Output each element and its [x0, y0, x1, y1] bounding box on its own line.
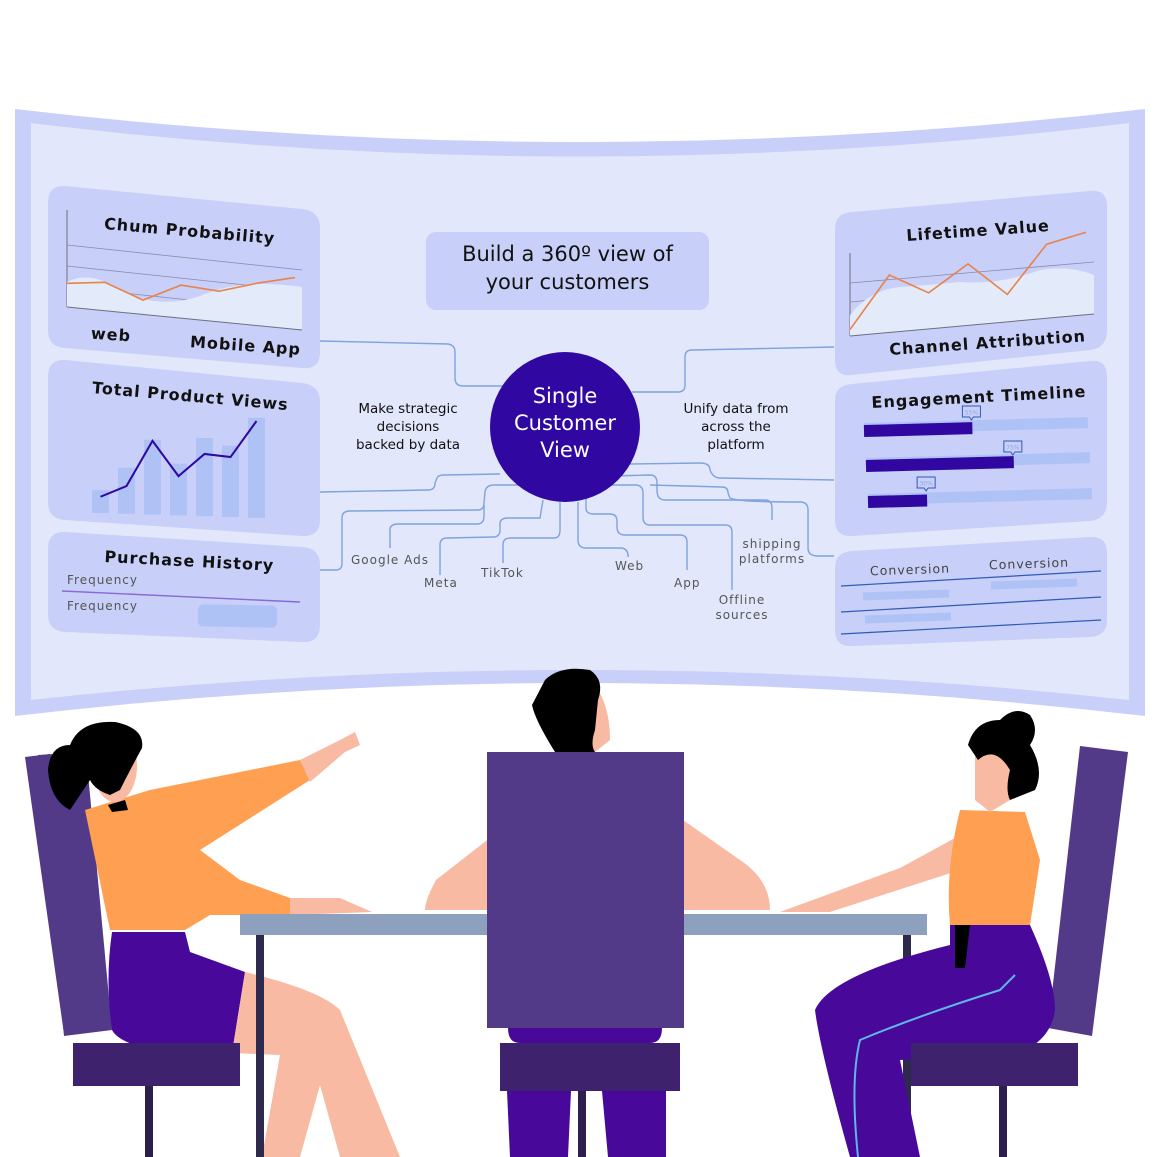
engagement-card[interactable] — [835, 360, 1107, 537]
right-chair-back — [1048, 746, 1128, 1036]
engagement-fill — [867, 494, 928, 508]
product-views-line — [100, 420, 258, 498]
engagement-tooltip — [961, 405, 981, 421]
purchase-placeholder-bar — [197, 604, 278, 628]
product-views-bar — [144, 439, 161, 515]
engagement-tooltip — [1003, 440, 1023, 456]
engagement-bars: 55% 75% 30% — [863, 405, 1093, 508]
left-chair-leg — [145, 1086, 153, 1157]
center-chair-back — [487, 752, 684, 1028]
engagement-tooltip-label: 75% — [1006, 445, 1020, 452]
center-person — [425, 668, 770, 910]
conversion-table — [840, 570, 1102, 635]
churn-series-line — [66, 276, 296, 301]
right-person — [780, 711, 1055, 1157]
connector-lines — [319, 340, 835, 590]
center-chair-seat — [500, 1043, 680, 1091]
purchase-history-card[interactable] — [48, 531, 320, 643]
conversion-card[interactable] — [835, 536, 1107, 647]
churn-chart — [66, 210, 303, 331]
engagement-fill — [865, 456, 1014, 472]
engagement-tooltip-label: 55% — [965, 410, 979, 417]
product-views-bar — [248, 417, 265, 518]
product-views-chart — [92, 417, 265, 518]
purchase-divider — [61, 590, 301, 603]
lifetime-value-series-line — [849, 231, 1087, 330]
right-chair-leg — [999, 1086, 1007, 1157]
left-chair-seat — [73, 1043, 240, 1086]
product-views-bar — [222, 445, 239, 517]
engagement-fill — [863, 422, 973, 437]
table-leg-left — [256, 935, 264, 1157]
engagement-tooltip — [916, 476, 936, 492]
lifetime-value-chart — [849, 231, 1095, 337]
engagement-tooltip-label: 30% — [919, 481, 933, 488]
right-chair-seat — [911, 1043, 1078, 1086]
left-person — [48, 721, 400, 1157]
product-views-bar — [196, 438, 213, 517]
headline-box — [426, 232, 709, 310]
churn-card[interactable] — [48, 185, 320, 369]
hub-circle[interactable] — [490, 352, 640, 502]
product-views-bar — [170, 463, 187, 516]
